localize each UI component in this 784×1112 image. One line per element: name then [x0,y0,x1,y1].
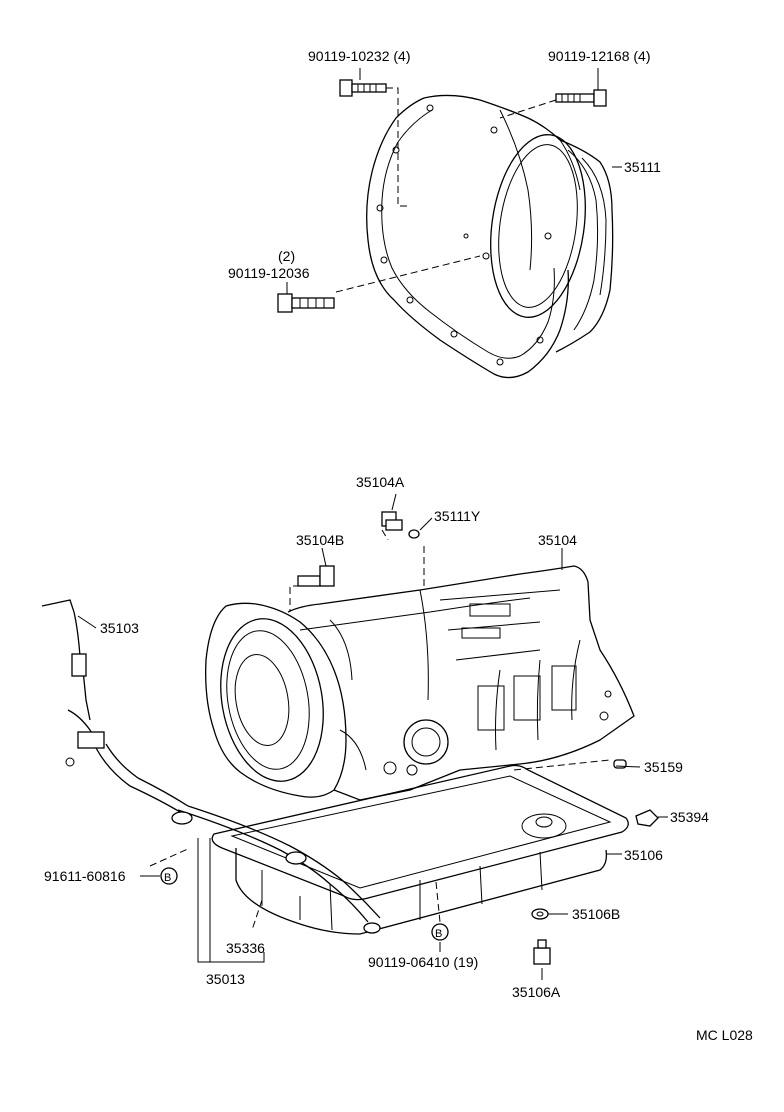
transmission-case-drawing [205,565,635,801]
magnet-icon [635,809,659,827]
svg-text:B: B [435,928,442,940]
label-housing: 35111 [624,159,661,175]
plug-a-icon [381,511,403,531]
label-plug-a: 35104A [356,474,405,490]
label-oring-tube: 35336 [226,940,265,956]
label-magnet: 35394 [670,809,709,825]
plug-b-icon [297,565,335,587]
top-leaders [286,68,622,294]
oil-pan-drawing [211,764,629,935]
label-oring: 35111Y [434,508,481,524]
marker-b-left: B [160,867,178,885]
marker-b-bottom: B [431,923,449,941]
pan-gasket-icon [531,908,549,920]
bell-housing-drawing [366,94,614,379]
svg-text:B: B [164,872,171,884]
label-bolt-top-right: 90119-12168 (4) [548,48,650,64]
label-bolt-side: 90119-12036 [228,265,310,281]
label-drain-plug: 35106A [512,984,561,1000]
label-bolt-top-left: 90119-10232 (4) [308,48,410,64]
bolt-top-left-icon [339,79,387,97]
label-pan-bolts: 90119-06410 (19) [368,954,478,970]
label-bolt-dipstick: 91611-60816 [44,868,126,884]
dipstick-drawing [41,599,381,934]
bolt-side-icon [277,293,335,313]
label-pan-gasket: 35106B [572,906,620,922]
label-plug-b: 35104B [296,532,344,548]
label-dipstick: 35103 [100,620,139,636]
label-gasket: 35159 [644,759,683,775]
bottom-leaders [77,493,668,980]
label-tube-assy: 35013 [206,971,245,987]
diagram-code: MC L028 [696,1027,753,1043]
label-transmission-case: 35104 [538,532,577,548]
label-bolt-side-qty: (2) [278,248,295,264]
bolt-top-right-icon [555,89,607,107]
oring-icon [408,529,420,539]
drain-plug-icon [533,939,551,965]
label-oil-pan: 35106 [624,847,663,863]
